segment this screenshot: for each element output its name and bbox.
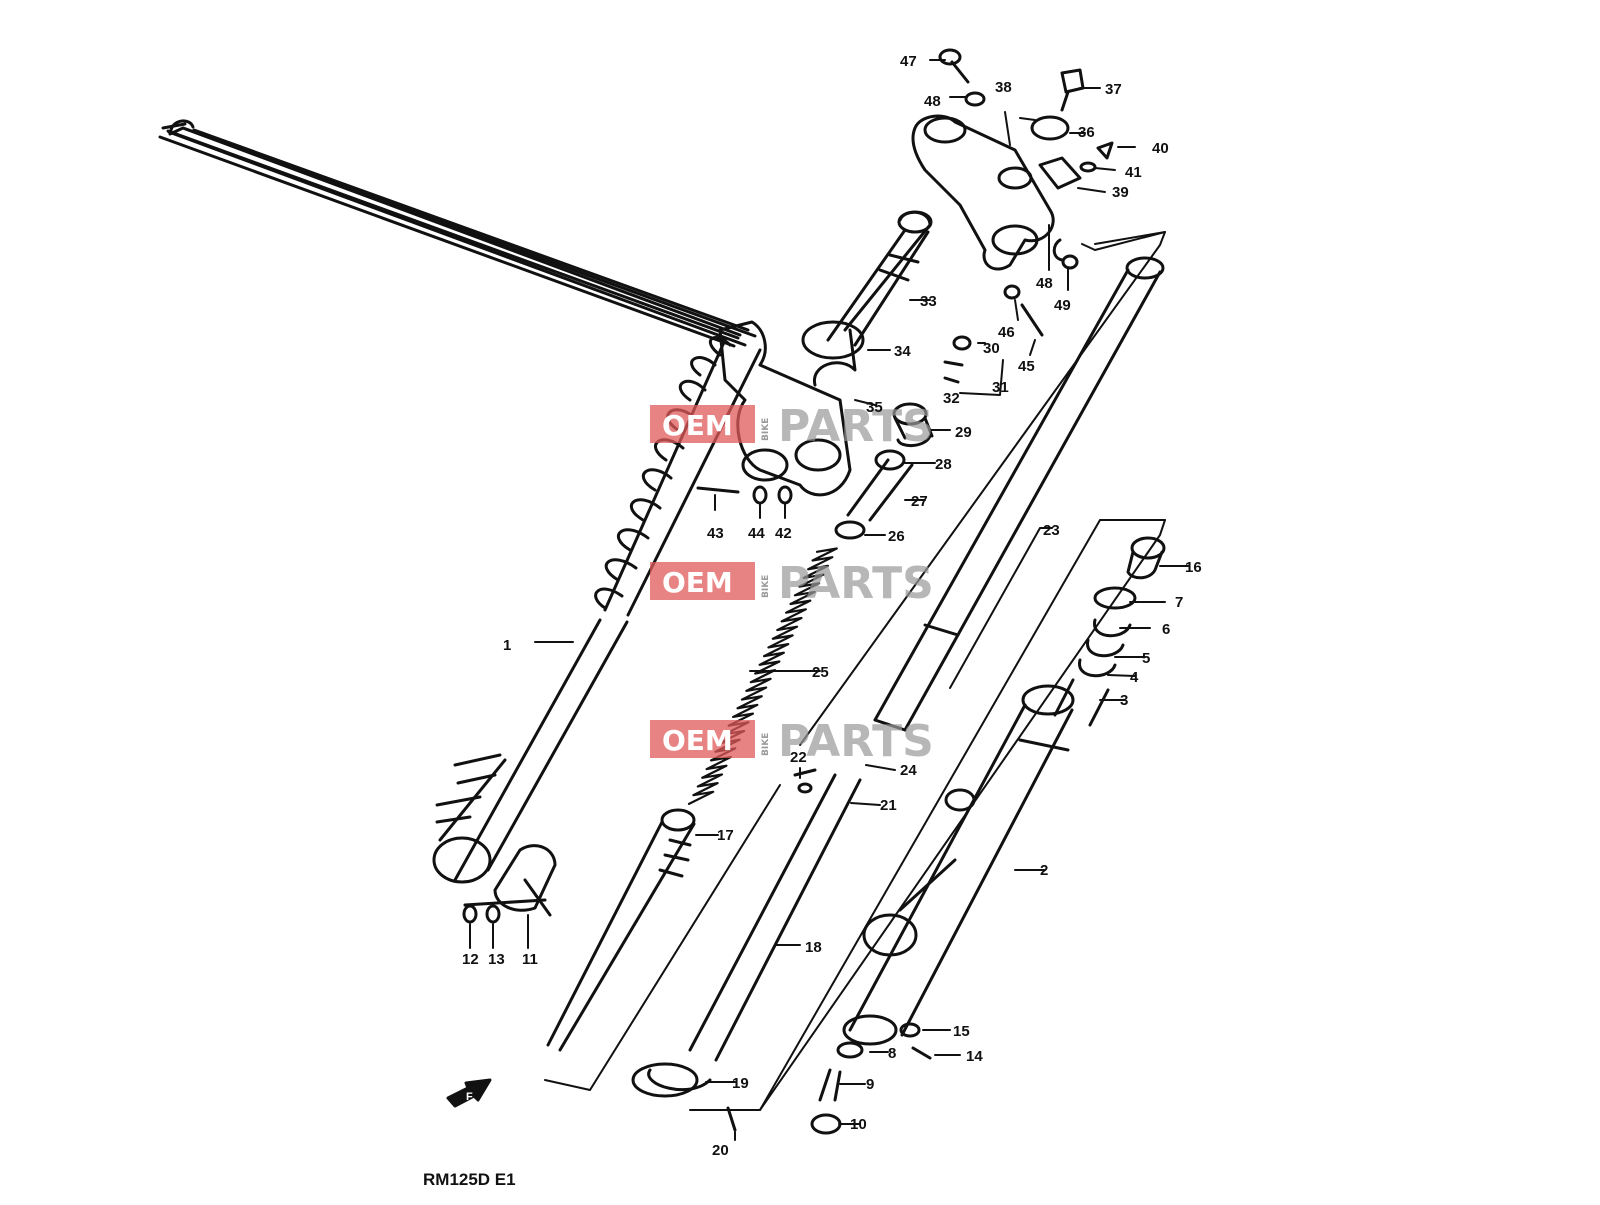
callout-37: 37: [1105, 81, 1122, 98]
front-arrow-label: F: [466, 1091, 473, 1103]
callout-48: 48: [924, 93, 941, 110]
callout-13: 13: [488, 951, 505, 968]
callout-18: 18: [805, 939, 822, 956]
callout-35: 35: [866, 399, 883, 416]
callout-42: 42: [775, 525, 792, 542]
callout-25: 25: [812, 664, 829, 681]
callout-40: 40: [1152, 140, 1169, 157]
callout-41: 41: [1125, 164, 1142, 181]
callout-19: 19: [732, 1075, 749, 1092]
steering-stem: [826, 210, 933, 347]
callout-36: 36: [1078, 124, 1095, 141]
callout-43: 43: [707, 525, 724, 542]
callout-10: 10: [850, 1116, 867, 1133]
watermark-brand-b: PARTS: [778, 558, 934, 609]
callout-26: 26: [888, 528, 905, 545]
spacer-27: [846, 458, 914, 522]
right-inner-tube: [873, 256, 1165, 732]
callout-20: 20: [712, 1142, 729, 1159]
callout-21: 21: [880, 797, 897, 814]
callout-7: 7: [1175, 594, 1183, 611]
watermark-brand-a: OEM: [662, 724, 733, 757]
watermarks: OEM BIKE PARTS OEM BIKE PARTS OEM BIKE PARTS: [650, 401, 934, 767]
callout-8: 8: [888, 1045, 896, 1062]
callout-12: 12: [462, 951, 479, 968]
upper-bracket: [911, 114, 1055, 271]
watermark-brand-b: PARTS: [778, 401, 934, 452]
callout-2: 2: [1040, 862, 1048, 879]
watermark-brand-a: OEM: [662, 409, 733, 442]
watermark-badge: [650, 562, 755, 600]
callout-27: 27: [911, 493, 928, 510]
watermark-brand-small: BIKE: [761, 418, 771, 441]
watermark-badge: [650, 405, 755, 443]
callout-14: 14: [966, 1048, 983, 1065]
watermark-badge: [650, 720, 755, 758]
callout-33: 33: [920, 293, 937, 310]
callout-24: 24: [900, 762, 917, 779]
callout-16: 16: [1185, 559, 1202, 576]
watermark-brand-b: PARTS: [778, 716, 934, 767]
callout-17: 17: [717, 827, 734, 844]
callout-28: 28: [935, 456, 952, 473]
right-outer-tube: [842, 684, 1075, 1046]
watermark-brand-a: OEM: [662, 566, 733, 599]
left-outer-tube: [167, 119, 757, 917]
callout-5: 5: [1142, 650, 1150, 667]
callout-31: 31: [992, 379, 1009, 396]
washer-26: [834, 520, 866, 540]
callout-11: 11: [522, 951, 538, 968]
callout-45: 45: [1018, 358, 1035, 375]
callout-44: 44: [748, 525, 765, 542]
cap-11: [493, 844, 557, 912]
callout-30: 30: [983, 340, 1000, 357]
callout-39: 39: [1112, 184, 1129, 201]
callout-3: 3: [1120, 692, 1128, 709]
callout-9: 9: [866, 1076, 874, 1093]
callout-23: 23: [1043, 522, 1060, 539]
callout-38: 38: [995, 79, 1012, 96]
callout-22: 22: [790, 749, 807, 766]
callout-49: 49: [1054, 297, 1071, 314]
callout-1: 1: [503, 637, 511, 654]
watermark-brand-small: BIKE: [761, 575, 771, 598]
callout-15: 15: [953, 1023, 970, 1040]
front-arrow-icon: [446, 1078, 492, 1108]
damper-rod: [546, 808, 696, 1052]
callout-4: 4: [1130, 669, 1139, 686]
callout-48: 48: [1036, 275, 1053, 292]
callout-34: 34: [894, 343, 911, 360]
callout-6: 6: [1162, 621, 1170, 638]
callout-46: 46: [998, 324, 1015, 341]
callout-32: 32: [943, 390, 960, 407]
callout-47: 47: [900, 53, 917, 70]
right-fork-boot: [631, 773, 862, 1098]
callout-29: 29: [955, 424, 972, 441]
watermark-brand-small: BIKE: [761, 733, 771, 756]
model-code: RM125D E1: [423, 1170, 516, 1189]
